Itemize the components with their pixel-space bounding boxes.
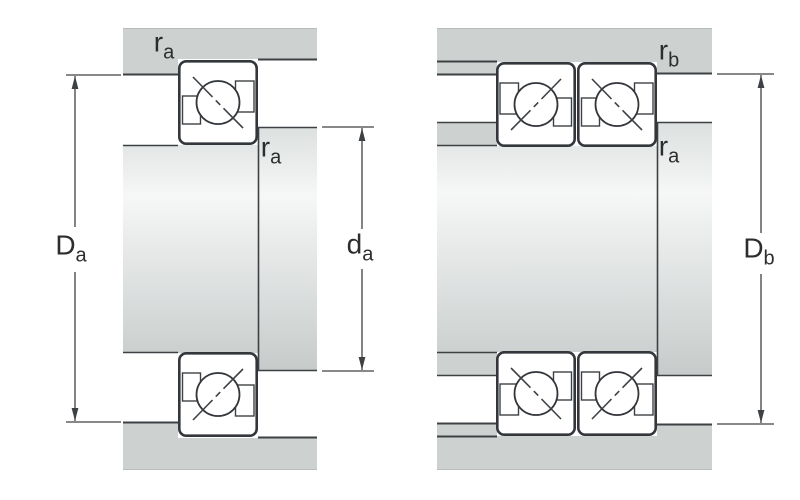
- shaft-with-shoulder-left-figure: [123, 126, 317, 372]
- dim-label-Da: Da: [55, 229, 87, 267]
- housing-section-bottom-left: [123, 421, 317, 470]
- housing-section-top-left: [123, 28, 317, 76]
- bearing-pair-top-right: [576, 61, 658, 148]
- dimension-Da: [66, 74, 121, 423]
- shaft-with-shoulder-right-figure: [437, 121, 712, 377]
- bearing-top-left-figure: [178, 59, 259, 146]
- fillet-label-ra-shaft-left: ra: [260, 131, 282, 169]
- left-figure-single-bearing: [66, 28, 374, 470]
- bearing-pair-bottom-left: [495, 350, 577, 437]
- right-figure-bearing-pair: [437, 28, 774, 470]
- dim-label-Db: Db: [743, 232, 775, 270]
- fillet-label-ra-housing-left: ra: [153, 26, 175, 64]
- fillet-label-ra-shaft-right: ra: [658, 130, 680, 168]
- fillet-label-rb-housing-right: rb: [658, 34, 680, 72]
- dimension-Db: [717, 73, 774, 425]
- housing-section-bottom-right: [437, 422, 712, 470]
- housing-section-top-right: [437, 28, 712, 76]
- bearing-pair-bottom-right: [576, 350, 658, 437]
- dimension-da: [322, 126, 374, 372]
- bearing-pair-top-left: [495, 61, 577, 148]
- dim-label-da: da: [346, 228, 374, 266]
- bearing-bottom-left-figure: [178, 351, 259, 438]
